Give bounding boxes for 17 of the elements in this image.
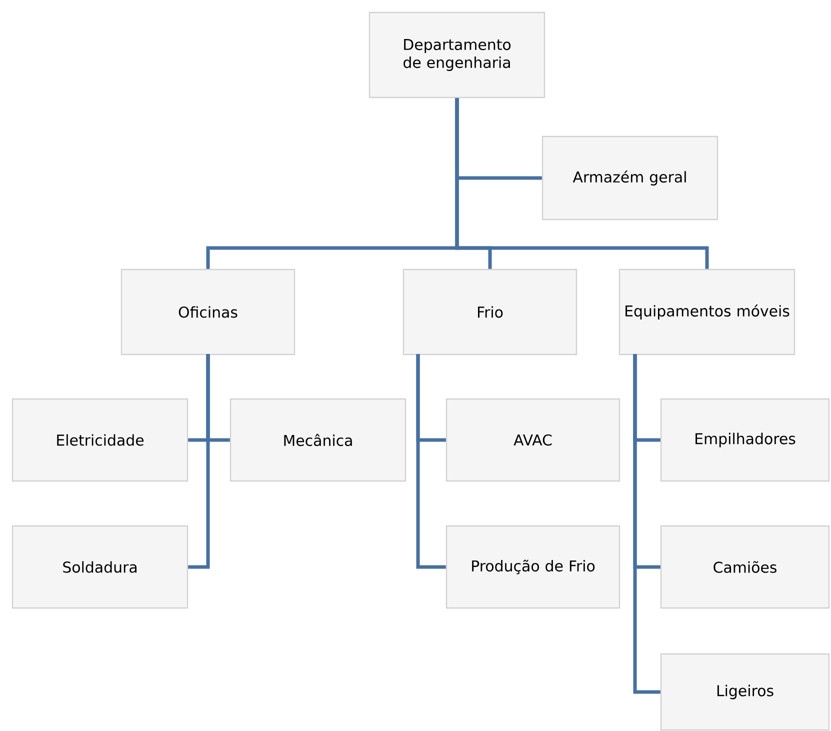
box: AVAC bbox=[446, 398, 620, 482]
connector-line bbox=[455, 98, 709, 269]
connector-line bbox=[633, 354, 660, 694]
box: Ligeiros bbox=[660, 653, 830, 731]
box: Produção de Frio bbox=[446, 525, 620, 609]
box: Eletricidade bbox=[12, 398, 188, 482]
box: Camiões bbox=[660, 525, 830, 609]
box: Armazém geral bbox=[542, 136, 718, 220]
box: Empilhadores bbox=[660, 398, 830, 482]
box: Frio bbox=[402, 268, 578, 356]
box: Oficinas bbox=[120, 268, 296, 356]
box: Equipamentos móveis bbox=[618, 268, 796, 356]
connector-line bbox=[416, 354, 446, 569]
box: Mecânica bbox=[230, 398, 406, 482]
box: Soldadura bbox=[12, 525, 188, 609]
box: Departamento de engenharia bbox=[368, 12, 546, 98]
connector-line bbox=[188, 354, 210, 569]
